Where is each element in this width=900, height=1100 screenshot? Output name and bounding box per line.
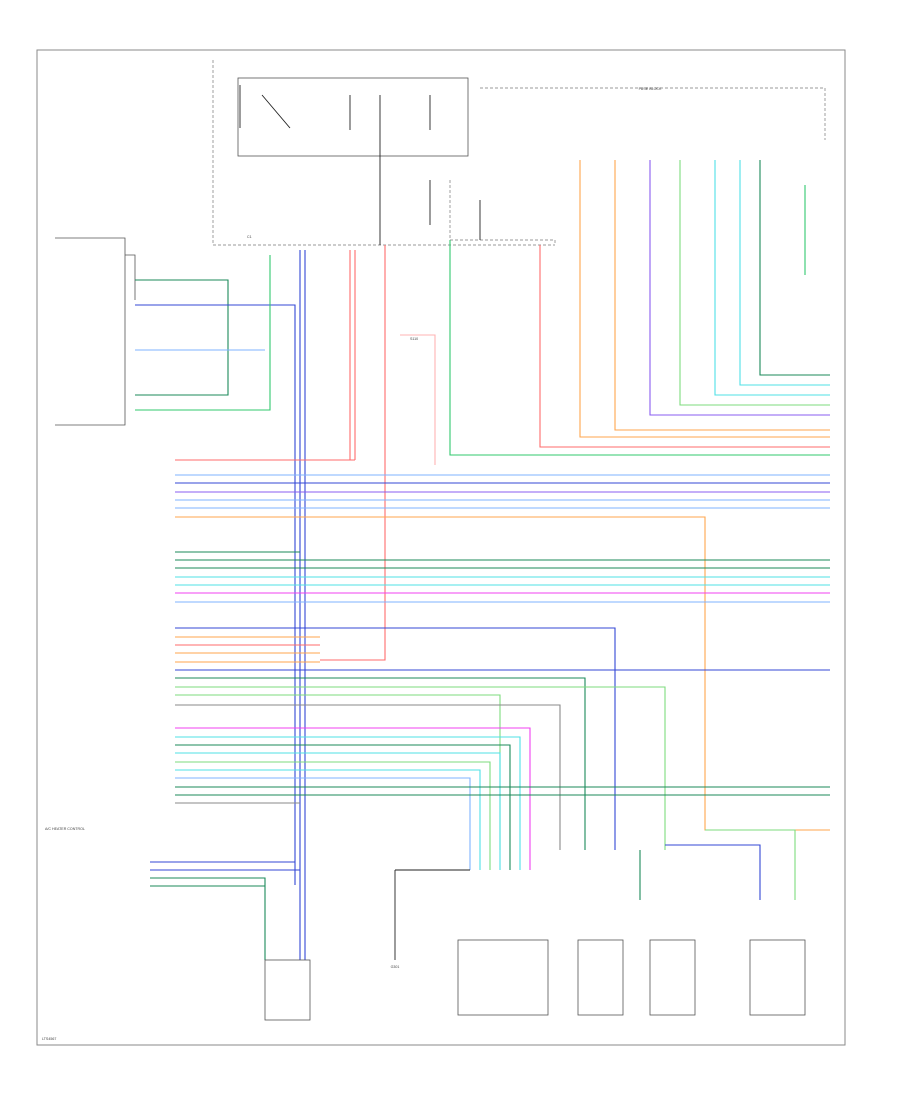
diagram-frame [36,49,846,1046]
fuse-block-label: FUSE BLOCK [639,87,662,91]
power-distribution-box [212,60,556,246]
connector-label: C1 [247,235,252,239]
bottom-components [264,939,806,1021]
ground-label: G301 [391,965,400,969]
ac-control-label: A/C HEATER CONTROL [45,827,85,831]
wires [135,160,830,960]
page-code: LTS4567 [42,1037,56,1041]
hvac-control-module [55,237,136,426]
splice-label: S110 [410,337,418,341]
fuse-block: FUSE BLOCK [480,87,826,140]
